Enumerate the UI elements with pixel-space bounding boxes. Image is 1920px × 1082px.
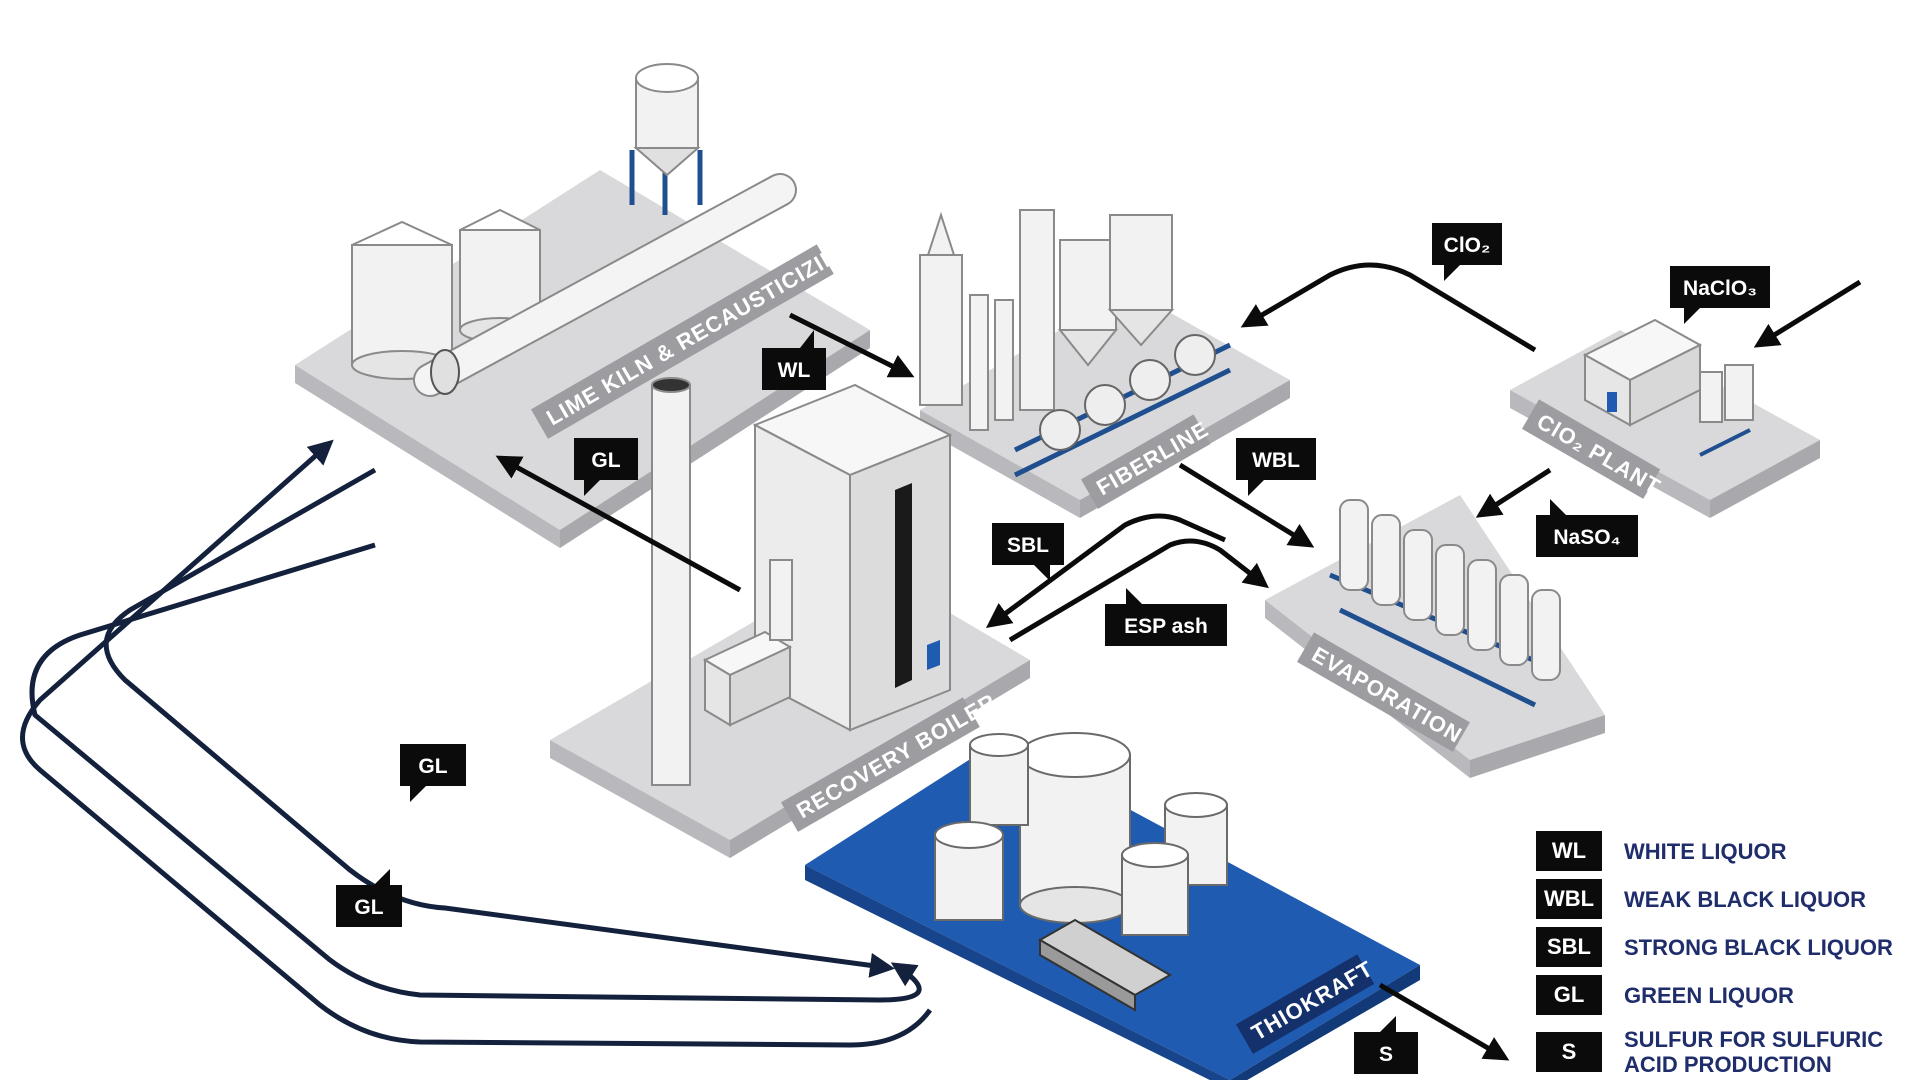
tag-naclo3-text: NaClO₃ [1683,277,1757,300]
legend-item-wl: WL WHITE LIQUOR [1536,830,1787,872]
legend-item-sbl: SBL STRONG BLACK LIQUOR [1536,926,1893,968]
legend-name: WHITE LIQUOR [1624,838,1787,864]
tag-naso4: NaSO₄ [1536,499,1638,557]
naclo3-arrow [1753,279,1862,348]
tag-gl-upper: GL [400,744,466,802]
recovery-boiler-chimney [651,377,691,786]
wbl-arrow [1178,462,1315,548]
clo2-arrow [1240,262,1537,353]
legend-code: SBL [1536,927,1602,967]
legend-code: WL [1536,831,1602,871]
lime-tank-large [351,220,453,380]
s-arrow [1378,982,1510,1061]
gl-kiln-arrow [495,455,742,593]
legend-code: WBL [1536,879,1602,919]
tag-gl-lower-text: GL [354,896,383,919]
tag-sbl: SBL [992,523,1064,581]
wl-arrow [788,312,915,378]
gl-loop-outer [29,542,922,1003]
legend-code: S [1536,1032,1602,1072]
gl-navy-inner [103,467,895,978]
legend-name: STRONG BLACK LIQUOR [1624,934,1893,960]
tag-wbl-text: WBL [1252,449,1300,472]
tag-gl-lower: GL [336,869,402,927]
clo2-building [1582,318,1703,427]
thiokraft-exchanger [1037,918,1173,1012]
tag-clo2-text: ClO₂ [1444,234,1491,257]
tag-s: S [1354,1016,1418,1074]
tag-naclo3: NaClO₃ [1670,266,1770,324]
lime-water-tower [629,63,703,215]
esp-ash-arrow [1008,538,1269,643]
clo2-tanks [1699,364,1754,457]
naso4-arrow [1475,467,1552,518]
fiberline-pipes [969,209,1055,431]
legend-item-gl: GL GREEN LIQUOR [1536,974,1794,1016]
legend-name: GREEN LIQUOR [1624,982,1794,1008]
tag-esp-ash: ESP ash [1105,588,1227,646]
legend-item-s: S SULFUR FOR SULFURIC ACID PRODUCTION [1536,1022,1894,1082]
rotary-kiln [413,173,797,397]
evaporation-effects [1329,499,1561,708]
legend-item-wbl: WBL WEAK BLACK LIQUOR [1536,878,1866,920]
thiokraft-tanks [934,732,1228,936]
legend-name: SULFUR FOR SULFURIC ACID PRODUCTION [1624,1027,1884,1077]
tag-gl-kiln-text: GL [591,449,620,472]
tag-naso4-text: NaSO₄ [1553,526,1620,549]
fiberline-silos [1057,214,1175,367]
tag-gl-kiln: GL [574,438,638,496]
fiberline-washers [1013,334,1232,478]
tag-gl-upper-text: GL [418,755,447,778]
sbl-arrow [985,513,1227,628]
tag-s-text: S [1379,1043,1393,1066]
legend-name: WEAK BLACK LIQUOR [1624,886,1866,912]
tag-wl-text: WL [778,359,811,382]
tag-wbl: WBL [1236,438,1316,496]
tag-sbl-text: SBL [1007,534,1049,557]
tag-esp-ash-text: ESP ash [1124,615,1208,638]
tag-wl: WL [762,330,826,390]
recovery-esp [702,559,793,727]
legend-code: GL [1536,975,1602,1015]
fiberline-stack [919,211,963,406]
gl-navy-outer [20,439,933,1048]
tag-clo2: ClO₂ [1432,223,1502,281]
